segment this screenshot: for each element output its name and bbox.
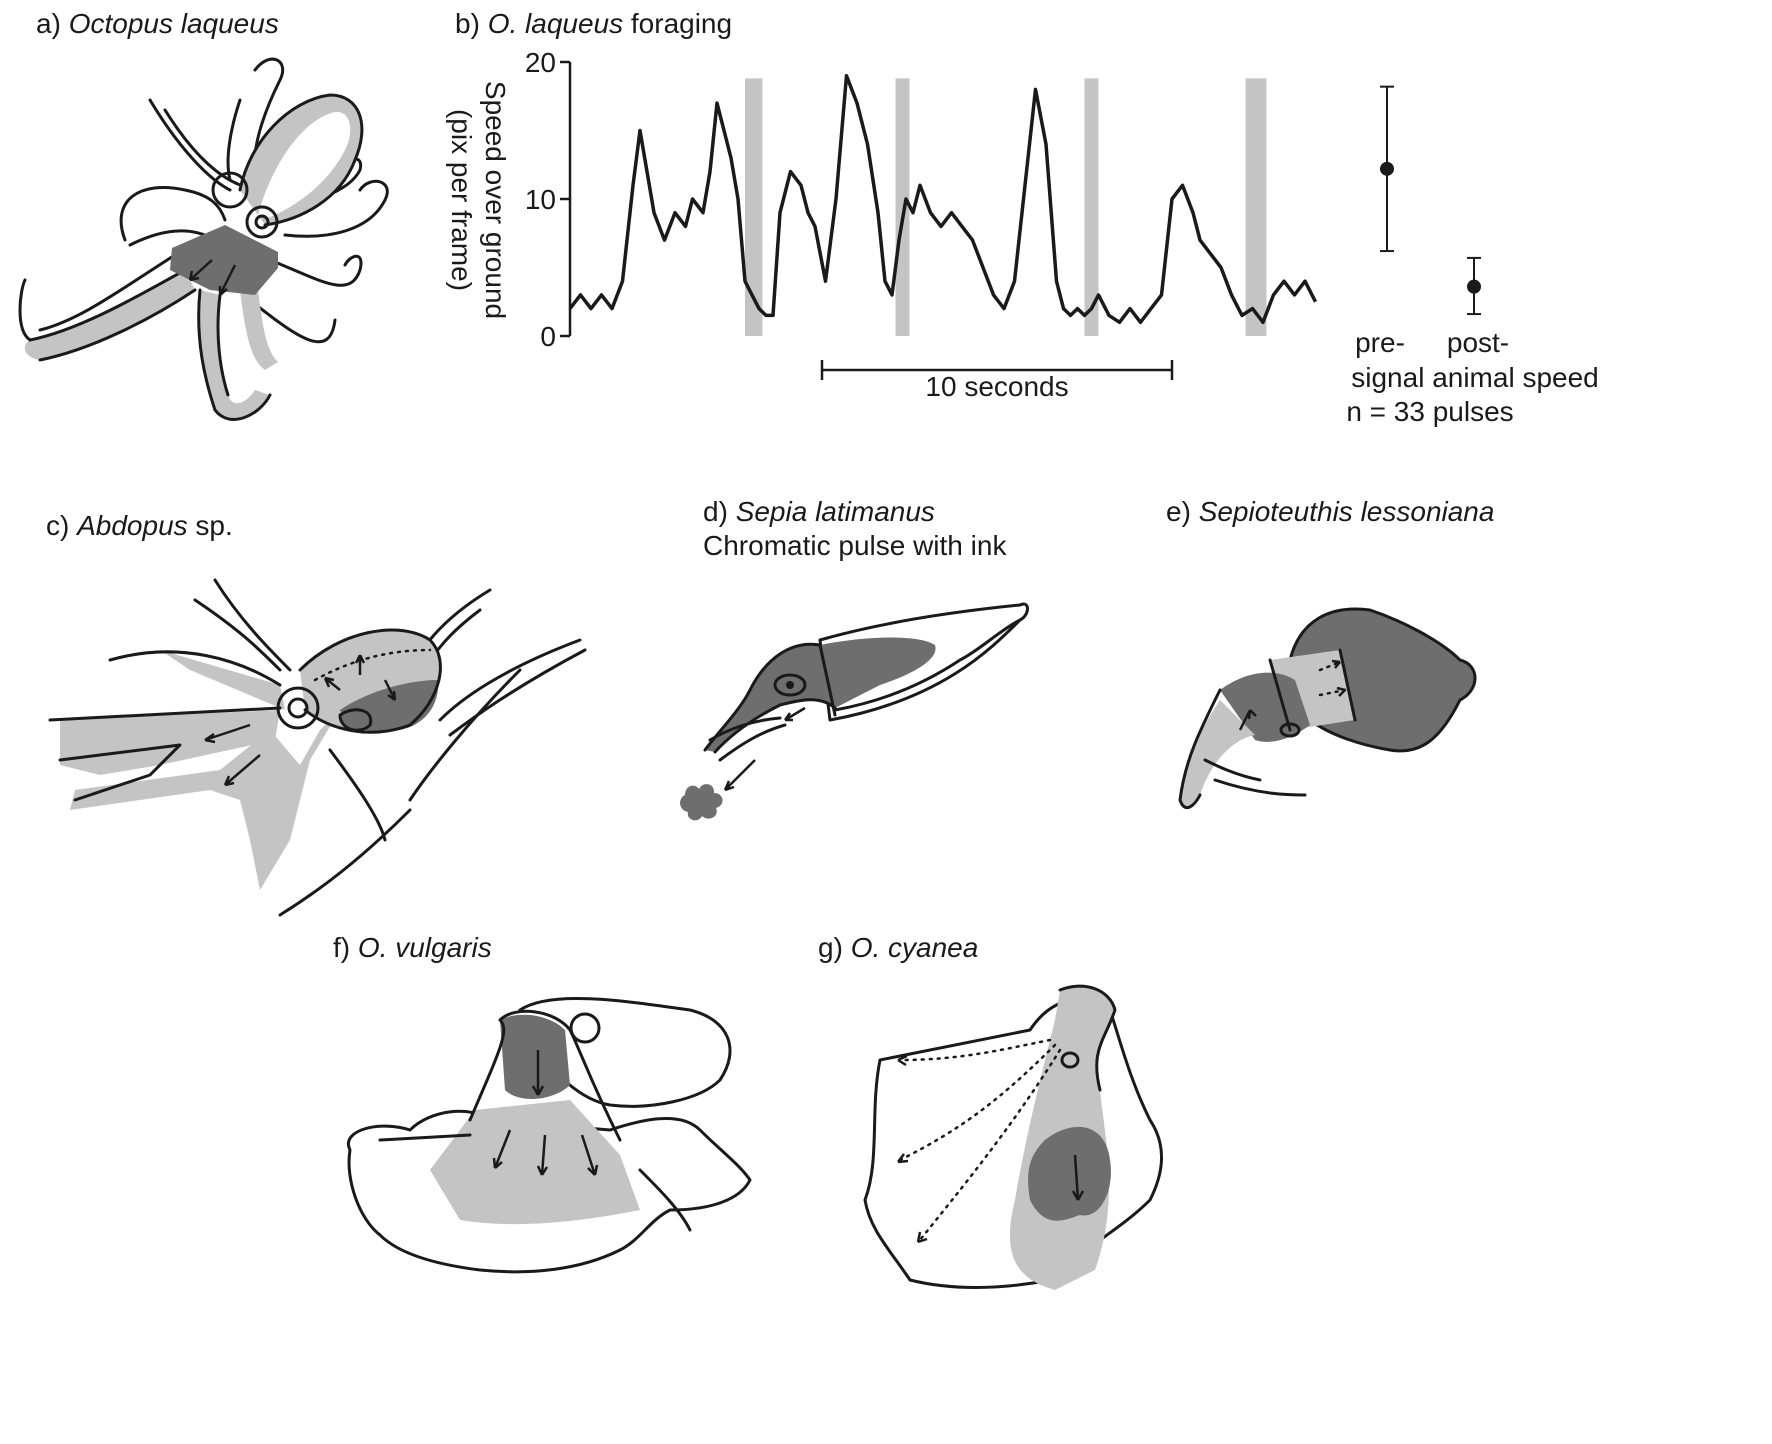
panel-c-prefix: c) bbox=[46, 510, 78, 541]
panel-e-prefix: e) bbox=[1166, 496, 1199, 527]
panel-a-prefix: a) bbox=[36, 8, 69, 39]
mean-point-0 bbox=[1380, 161, 1394, 176]
category-label-post: post- bbox=[1447, 327, 1509, 358]
panel-f-prefix: f) bbox=[333, 932, 358, 963]
mean-point-1 bbox=[1467, 279, 1481, 294]
y-tick-label-1: 10 bbox=[525, 184, 556, 215]
abdopus-illustration bbox=[48, 578, 587, 917]
panel-g-label: g) O. cyanea bbox=[818, 932, 978, 964]
panel-g-species: O. cyanea bbox=[850, 932, 979, 963]
panel-b-label: b) O. laqueus foraging bbox=[455, 8, 732, 40]
panel-c-label: c) Abdopus sp. bbox=[46, 510, 233, 542]
signal-band-0 bbox=[745, 78, 763, 336]
y-tick-label-2: 20 bbox=[525, 47, 556, 78]
panel-d-species: Sepia latimanus bbox=[735, 496, 935, 527]
octopus-laqueus-illustration bbox=[18, 57, 389, 421]
sepioteuthis-illustration bbox=[1178, 607, 1477, 810]
panel-b-species: O. laqueus bbox=[487, 8, 624, 39]
y-axis-label-line2: (pix per frame) bbox=[446, 109, 477, 291]
panel-b-prefix: b) bbox=[455, 8, 488, 39]
speed-chart: Speed over ground (pix per frame) 01020 … bbox=[446, 47, 1599, 427]
panel-b-suffix: foraging bbox=[623, 8, 733, 39]
signal-band-1 bbox=[895, 78, 910, 336]
panel-e-species: Sepioteuthis lessoniana bbox=[1198, 496, 1495, 527]
error-caption-line2: n = 33 pulses bbox=[1346, 396, 1513, 427]
panel-a-species: Octopus laqueus bbox=[68, 8, 279, 39]
sepia-latimanus-illustration bbox=[680, 602, 1029, 821]
y-tick-label-0: 0 bbox=[540, 321, 556, 352]
panel-d-label: d) Sepia latimanus bbox=[703, 496, 935, 528]
speed-series-line bbox=[568, 73, 1318, 325]
panel-f-species: O. vulgaris bbox=[357, 932, 492, 963]
octopus-vulgaris-illustration bbox=[346, 996, 752, 1274]
y-axis-label-line1: Speed over ground bbox=[480, 81, 511, 319]
panel-c-species: Abdopus bbox=[77, 510, 188, 541]
panel-a-label: a) Octopus laqueus bbox=[36, 8, 279, 40]
signal-band-3 bbox=[1245, 78, 1267, 336]
signal-band-2 bbox=[1084, 78, 1099, 336]
panel-d-prefix: d) bbox=[703, 496, 736, 527]
panel-f-label: f) O. vulgaris bbox=[333, 932, 492, 964]
scale-bar-label: 10 seconds bbox=[925, 371, 1068, 402]
category-label-pre: pre- bbox=[1355, 327, 1405, 358]
panel-c-suffix: sp. bbox=[187, 510, 233, 541]
panel-d-subtitle: Chromatic pulse with ink bbox=[703, 530, 1007, 561]
error-caption-line1: signal animal speed bbox=[1351, 362, 1599, 393]
panel-g-prefix: g) bbox=[818, 932, 851, 963]
panel-e-label: e) Sepioteuthis lessoniana bbox=[1166, 496, 1494, 528]
octopus-cyanea-illustration bbox=[863, 984, 1164, 1290]
